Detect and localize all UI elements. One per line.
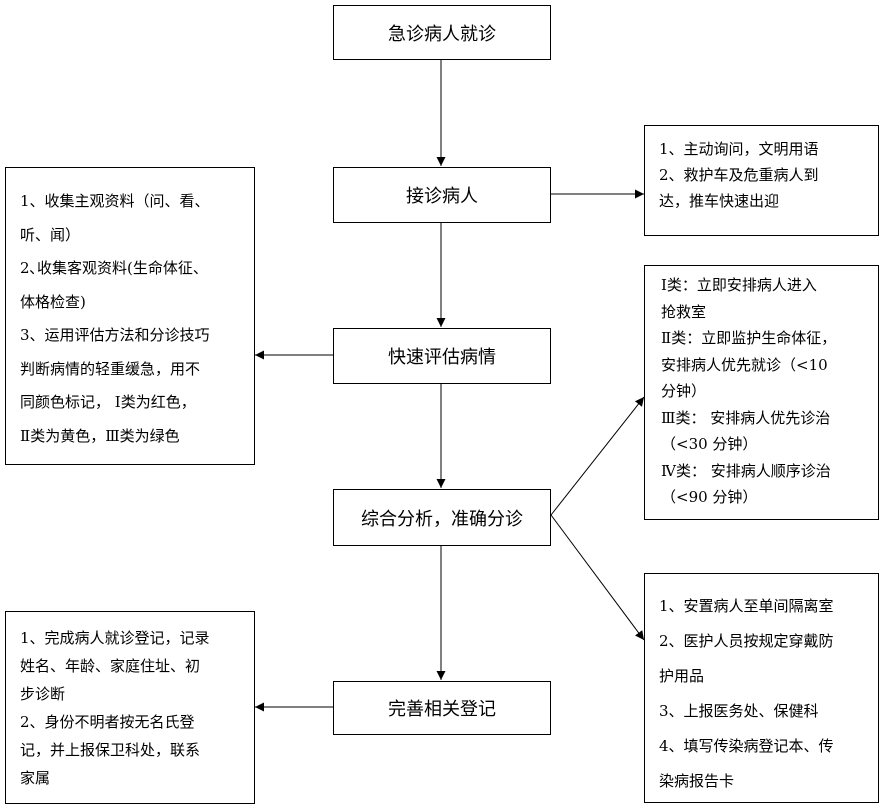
arrow-to-triage-notes [550, 396, 645, 516]
reception-note-line: 2、救护车及危重病人到 [659, 166, 819, 184]
triage-note-line: （<30 分钟） [661, 435, 758, 453]
triage-note-line: Ⅲ类： 安排病人优先诊治 [661, 408, 831, 427]
step-quick-assessment-label: 快速评估病情 [388, 347, 496, 368]
step-triage: 综合分析，准确分诊 [333, 489, 551, 546]
assessment-notes: 1、收集主观资料（问、看、 听、闻） 2､收集客观资料(生命体征、 体格检查) … [5, 167, 255, 465]
triage-note-line: 抢救室 [661, 302, 707, 321]
step-triage-label: 综合分析，准确分诊 [361, 508, 523, 530]
registration-note-line: 1、完成病人就诊登记，记录 [20, 629, 210, 647]
step-registration: 完善相关登记 [333, 681, 551, 735]
registration-note-line: 家属 [20, 769, 51, 787]
assessment-note-line: Ⅱ类为黄色，Ⅲ类为绿色 [20, 426, 180, 445]
triage-note-line: 安排病人优先就诊（<10 [661, 355, 828, 374]
registration-note-line: 2、身份不明者按无名氏登 [20, 713, 195, 731]
step-receive-patient-label: 接诊病人 [406, 186, 478, 207]
assessment-note-line: 同颜色标记， Ⅰ类为红色， [20, 393, 196, 411]
step-emergency-visit: 急诊病人就诊 [333, 5, 551, 60]
infectious-note-line: 1、安置病人至单间隔离室 [659, 597, 834, 615]
assessment-note-line: 1、收集主观资料（问、看、 [20, 192, 210, 210]
reception-notes: 1、主动询问，文明用语 2、救护车及危重病人到 达，推车快速出迎 [644, 125, 879, 236]
triage-note-line: Ⅰ类：立即安排病人进入 [661, 276, 817, 294]
assessment-note-line: 3、运用评估方法和分诊技巧 [20, 326, 210, 344]
infectious-note-line: 染病报告卡 [659, 772, 735, 790]
reception-note-line: 1、主动询问，文明用语 [659, 140, 819, 158]
step-registration-label: 完善相关登记 [388, 699, 496, 720]
infectious-note-line: 4、填写传染病登记本、传 [659, 737, 834, 755]
infectious-note-line: 2、医护人员按规定穿戴防 [659, 632, 834, 650]
triage-level-notes: Ⅰ类：立即安排病人进入 抢救室 Ⅱ类：立即监护生命体征， 安排病人优先就诊（<1… [644, 265, 879, 520]
triage-note-line: Ⅳ类： 安排病人顺序诊治 [661, 461, 831, 480]
registration-note-line: 姓名、年龄、家庭住址、初 [20, 657, 201, 675]
assessment-note-line: 听、闻） [20, 225, 81, 244]
infectious-note-line: 护用品 [659, 667, 705, 685]
assessment-note-line: 体格检查) [20, 292, 86, 311]
registration-notes: 1、完成病人就诊登记，记录 姓名、年龄、家庭住址、初 步诊断 2、身份不明者按无… [5, 611, 255, 804]
reception-note-line: 达，推车快速出迎 [659, 192, 780, 210]
triage-note-line: （<90 分钟） [661, 488, 758, 506]
registration-note-line: 记，并上报保卫科处，联系 [20, 741, 201, 759]
assessment-note-line: 2､收集客观资料(生命体征、 [20, 259, 208, 277]
triage-note-line: 分钟） [661, 382, 707, 400]
arrow-to-infectious-notes [550, 514, 645, 641]
infectious-note-line: 3、上报医务处、保健科 [659, 702, 819, 720]
infectious-disease-notes: 1、安置病人至单间隔离室 2、医护人员按规定穿戴防 护用品 3、上报医务处、保健… [644, 573, 879, 803]
step-receive-patient: 接诊病人 [333, 167, 551, 223]
registration-note-line: 步诊断 [20, 685, 66, 703]
step-emergency-visit-label: 急诊病人就诊 [388, 23, 496, 45]
assessment-note-line: 判断病情的轻重缓急，用不 [20, 359, 201, 378]
triage-note-line: Ⅱ类：立即监护生命体征， [661, 329, 837, 347]
step-quick-assessment: 快速评估病情 [333, 328, 551, 384]
